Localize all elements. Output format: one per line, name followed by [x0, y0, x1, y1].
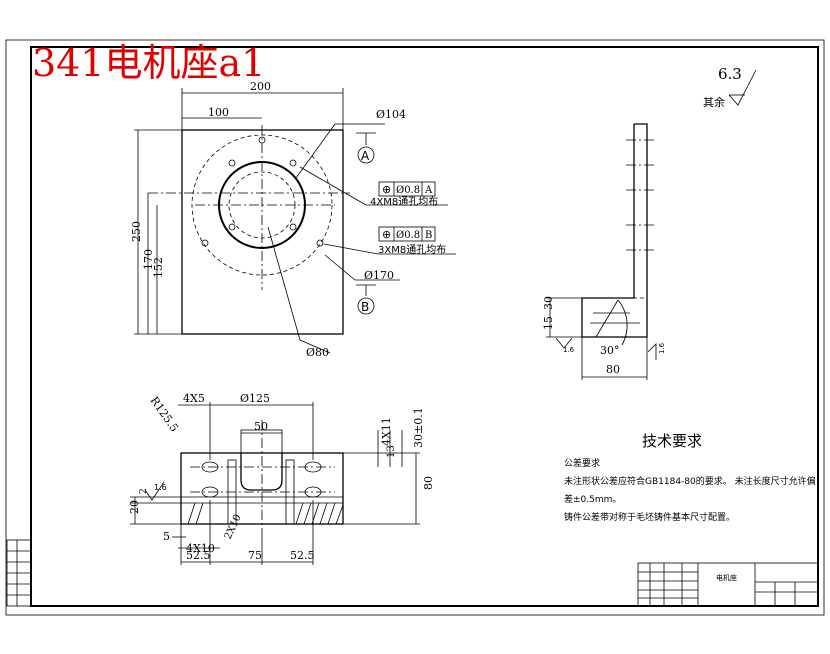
title-block-part-name: 电机座	[716, 573, 737, 582]
svg-text:⊕: ⊕	[382, 228, 391, 241]
top-dim-4x11: 4X11	[380, 417, 393, 446]
side-rough-left: 1.6	[563, 346, 575, 354]
dia-170-label: Ø170	[364, 269, 394, 282]
svg-text:⊕: ⊕	[382, 183, 391, 196]
dim-152: 152	[152, 257, 165, 278]
top-hatch	[187, 502, 344, 525]
note-4-holes: 4XM8通孔均布	[370, 196, 438, 208]
roughness-value: 6.3	[718, 65, 742, 83]
outer-border	[5, 39, 825, 616]
top-dim-4x10: 4X10	[186, 542, 215, 555]
datum-a: A	[361, 149, 370, 163]
top-dim-5: 5	[163, 530, 170, 543]
top-view: Ø125 4X5 R125.5 50 80 4X11 13 30±0.1 2 2…	[128, 392, 435, 565]
top-dim-r125: R125.5	[148, 394, 181, 434]
technical-requirements: 技术要求 公差要求 未注形状公差应符合GB1184-80的要求。 未注长度尺寸允…	[564, 432, 816, 523]
drawing-title: 341电机座a1	[32, 41, 265, 85]
inner-border	[30, 46, 819, 607]
tech-req-heading: 技术要求	[642, 432, 702, 450]
dim-250: 250	[130, 221, 143, 242]
tolerance-frame-a: ⊕ Ø0.8 A	[378, 181, 436, 197]
dim-100: 100	[208, 106, 229, 119]
top-dim-50: 50	[254, 420, 268, 433]
top-dim-125: Ø125	[240, 392, 270, 405]
top-dim-20: 20	[128, 500, 141, 514]
tech-req-line3: 差±0.5mm。	[564, 493, 621, 505]
side-rough-right: 1.6	[658, 342, 666, 354]
datum-b: B	[361, 300, 369, 314]
svg-text:Ø0.8: Ø0.8	[396, 230, 420, 241]
front-view: 200 100 250 170 152 Ø104 A ⊕ Ø0.8 A	[130, 80, 456, 359]
side-dim-80: 80	[606, 363, 620, 376]
roughness-symbol: 6.3 其余	[703, 65, 757, 109]
dia-104-label: Ø104	[376, 108, 406, 121]
top-dim-2: 2	[139, 488, 149, 494]
top-dim-80: 80	[422, 476, 435, 490]
top-dim-2x10: 2X10	[223, 513, 244, 541]
front-holes	[201, 136, 324, 247]
top-dim-75: 75	[248, 549, 262, 562]
top-dim-30tol: 30±0.1	[412, 407, 425, 448]
tolerance-frame-b: ⊕ Ø0.8 B	[378, 226, 436, 242]
side-angle: 30°	[600, 344, 620, 357]
top-dim-52-5a: 52.5	[186, 549, 211, 562]
top-dim-13: 13	[386, 445, 397, 458]
top-rough-16: 1.6	[154, 483, 167, 492]
svg-text:A: A	[424, 185, 433, 196]
dim-200: 200	[250, 80, 271, 93]
tech-req-line2: 未注形状公差应符合GB1184-80的要求。 未注长度尺寸允许偏	[564, 475, 816, 487]
title-block: 电机座	[637, 562, 819, 607]
dia-80-label: Ø80	[306, 346, 329, 359]
tech-req-line1: 公差要求	[564, 457, 600, 469]
side-strip	[6, 539, 32, 607]
svg-text:Ø0.8: Ø0.8	[396, 185, 420, 196]
top-dim-4x5: 4X5	[183, 392, 205, 405]
note-3-holes: 3XM8通孔均布	[378, 244, 446, 256]
dim-170: 170	[142, 249, 155, 270]
tech-req-line4: 铸件公差带对称于毛坯铸件基本尺寸配置。	[564, 511, 735, 523]
front-plate-outline	[181, 129, 344, 335]
roughness-rest-label: 其余	[703, 95, 725, 109]
side-dim-30: 30	[542, 296, 555, 310]
side-view: 15 30 1.6 30° 1.6 80	[542, 123, 666, 380]
top-dim-52-5b: 52.5	[290, 549, 315, 562]
svg-text:B: B	[425, 230, 432, 241]
side-dim-15: 15	[542, 316, 555, 330]
